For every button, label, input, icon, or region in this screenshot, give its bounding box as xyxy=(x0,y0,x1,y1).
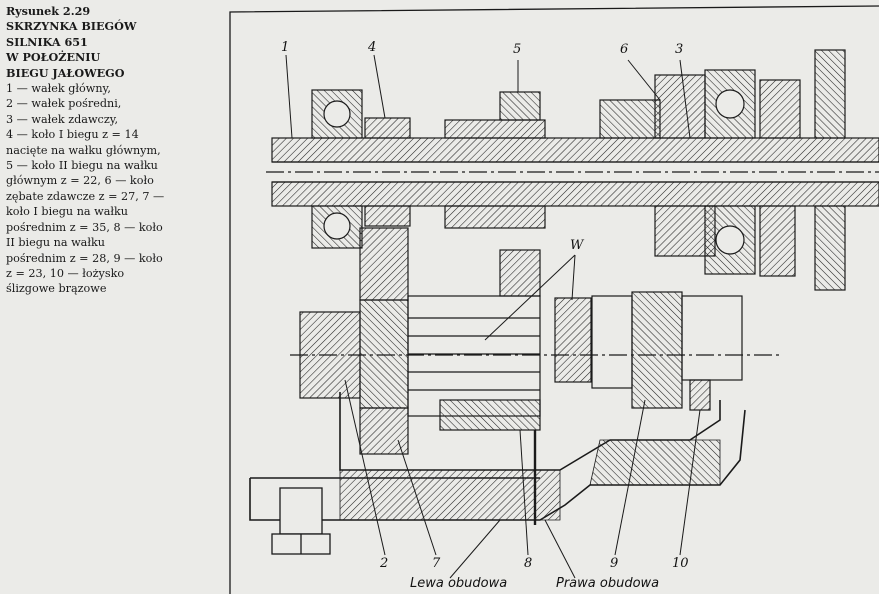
left-housing-label: Lewa obudowa xyxy=(410,576,508,591)
bronze-bushing xyxy=(689,379,711,411)
legend-line: głównym z = 22, 6 — koło xyxy=(6,174,154,188)
label-4: 4 xyxy=(368,40,377,55)
left-bearing-bottom xyxy=(311,205,363,249)
caption-title-line: SILNIKA 651 xyxy=(6,34,88,49)
caption-legend: 1 — wałek główny, 2 — wałek pośredni, 3 … xyxy=(6,81,218,297)
caption-title: Rysunek 2.29 SKRZYNKA BIEGÓW SILNIKA 651… xyxy=(6,4,218,81)
legend-line: pośrednim z = 28, 9 — koło xyxy=(6,251,163,265)
legend-line: 3 — wałek zdawczy, xyxy=(6,112,119,126)
drawing-frame xyxy=(229,5,879,594)
figure-caption: Rysunek 2.29 SKRZYNKA BIEGÓW SILNIKA 651… xyxy=(6,4,218,297)
caption-title-line: SKRZYNKA BIEGÓW xyxy=(6,19,137,34)
label-9: 9 xyxy=(610,556,619,571)
legend-line: zębate zdawcze z = 27, 7 — xyxy=(6,189,165,203)
legend-line: 4 — koło I biegu z = 14 xyxy=(6,128,139,142)
caption-title-line: W POŁOŻENIU xyxy=(6,50,101,65)
right-bearing-bottom xyxy=(704,205,796,277)
label-3: 3 xyxy=(675,42,684,57)
output-gear xyxy=(599,74,716,257)
right-bearing-top xyxy=(704,69,801,139)
output-flange xyxy=(814,49,846,291)
reverse-idler xyxy=(554,291,743,409)
legend-line: koło I biegu na wałku xyxy=(6,205,128,219)
label-7: 7 xyxy=(432,556,441,571)
legend-line: ślizgowe brązowe xyxy=(6,282,107,296)
legend-line: 1 — wałek główny, xyxy=(6,82,111,96)
legend-line: pośrednim z = 35, 8 — koło xyxy=(6,220,163,234)
left-bearing-top xyxy=(311,89,363,139)
second-gear-countershaft xyxy=(439,249,541,431)
legend-line: nacięte na wałku głównym, xyxy=(6,143,161,157)
right-housing-label: Prawa obudowa xyxy=(556,576,660,591)
main-shaft xyxy=(266,137,879,207)
housing-hatching xyxy=(339,439,721,521)
label-1: 1 xyxy=(281,40,290,55)
housing-bolt xyxy=(271,487,331,555)
legend-line: z = 23, 10 — łożysko xyxy=(6,266,125,280)
caption-title-line: Rysunek 2.29 xyxy=(6,4,91,18)
legend-line: II biegu na wałku xyxy=(6,236,105,250)
first-gear-main xyxy=(364,117,411,227)
label-5: 5 xyxy=(513,42,522,57)
label-10: 10 xyxy=(672,556,689,571)
label-8: 8 xyxy=(524,556,533,571)
label-2: 2 xyxy=(380,556,389,571)
label-6: 6 xyxy=(620,42,629,57)
leader-lines xyxy=(285,54,701,579)
caption-title-line: BIEGU JAŁOWEGO xyxy=(6,65,125,80)
label-w: W xyxy=(570,238,584,253)
first-gear-countershaft xyxy=(359,227,409,455)
legend-line: 5 — koło II biegu na wałku xyxy=(6,159,158,173)
second-gear-main xyxy=(444,91,546,229)
legend-line: 2 — wałek pośredni, xyxy=(6,97,122,111)
